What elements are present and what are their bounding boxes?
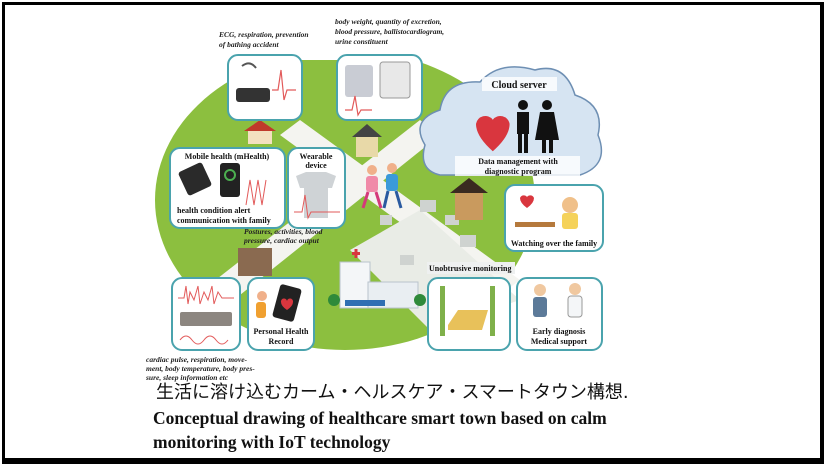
cloud-subtitle-line1: Data management with xyxy=(478,157,558,166)
sleep-caption-line3: sure, sleep information etc xyxy=(145,373,229,382)
ecg-waveform xyxy=(272,69,296,101)
bath-monitoring-box xyxy=(227,54,303,121)
mobile-health-box: Mobile health (mHealth) health condition… xyxy=(169,147,286,229)
wearable-label-line1: Wearable xyxy=(300,152,333,161)
house-icon xyxy=(352,124,382,157)
early-diagnosis-box: Early diagnosis Medical support xyxy=(516,277,603,351)
sleep-caption-line1: cardiac pulse, respiration, move- xyxy=(146,355,248,364)
house-icon xyxy=(244,120,276,144)
toilet-caption-line3: urine constituent xyxy=(335,37,389,46)
heart-icon xyxy=(520,195,534,208)
wearable-caption-line1: Postures, activities, blood xyxy=(244,227,323,236)
heart-icon xyxy=(475,116,510,152)
hospital-icon xyxy=(328,249,426,309)
sleep-caption-line2: ment, body temperature, body pres- xyxy=(146,364,255,373)
smartwatch-icon xyxy=(178,162,212,196)
diagnosis-label-line2: Medical support xyxy=(531,337,588,346)
wearable-caption-line2: pressure, cardiac output xyxy=(243,236,320,245)
wearable-label-line2: device xyxy=(305,161,327,170)
bedroom-monitoring-box xyxy=(427,277,511,351)
walking-couple-icon xyxy=(361,163,403,209)
apartment-icon xyxy=(238,248,272,276)
watching-family-box: Watching over the family xyxy=(504,184,604,252)
wearable-device-box: Wearable device xyxy=(287,147,346,229)
sleep-monitoring-box xyxy=(171,277,241,351)
mobile-health-sub-line1: health condition alert xyxy=(177,206,251,215)
diagnosis-label-line1: Early diagnosis xyxy=(533,327,586,336)
bath-caption-line2: of bathing accident xyxy=(219,40,279,49)
personal-health-record-box: Personal Health Record xyxy=(247,277,315,351)
toilet-monitoring-box xyxy=(336,54,423,121)
cloud-subtitle-line2: diagnostic program xyxy=(485,167,552,176)
house-icon xyxy=(450,178,488,220)
figure-title-english: Conceptual drawing of healthcare smart t… xyxy=(153,408,607,452)
mobile-health-title: Mobile health (mHealth) xyxy=(185,152,270,161)
phr-label-line2: Record xyxy=(269,337,294,346)
toilet-caption-line1: body weight, quantity of excretion, xyxy=(335,17,442,26)
mobile-health-sub-line2: communication with family xyxy=(177,216,271,225)
cloud-title: Cloud server xyxy=(491,80,547,91)
watching-family-label: Watching over the family xyxy=(511,239,597,248)
cloud-server: Cloud server Data management with diagno… xyxy=(419,66,603,176)
people-icon xyxy=(517,100,559,153)
bed-icon xyxy=(448,310,488,330)
figure-title-japanese: 生活に溶け込むカーム・ヘルスケア・スマートタウン構想. xyxy=(156,382,629,403)
phr-label-line1: Personal Health xyxy=(254,327,309,336)
unobtrusive-monitoring-label: Unobtrusive monitoring xyxy=(429,264,511,273)
bed-icon xyxy=(180,312,232,326)
toilet-caption-line2: blood pressure, ballistocardiogram, xyxy=(335,27,444,36)
bath-caption-line1: ECG, respiration, prevention xyxy=(218,30,309,39)
